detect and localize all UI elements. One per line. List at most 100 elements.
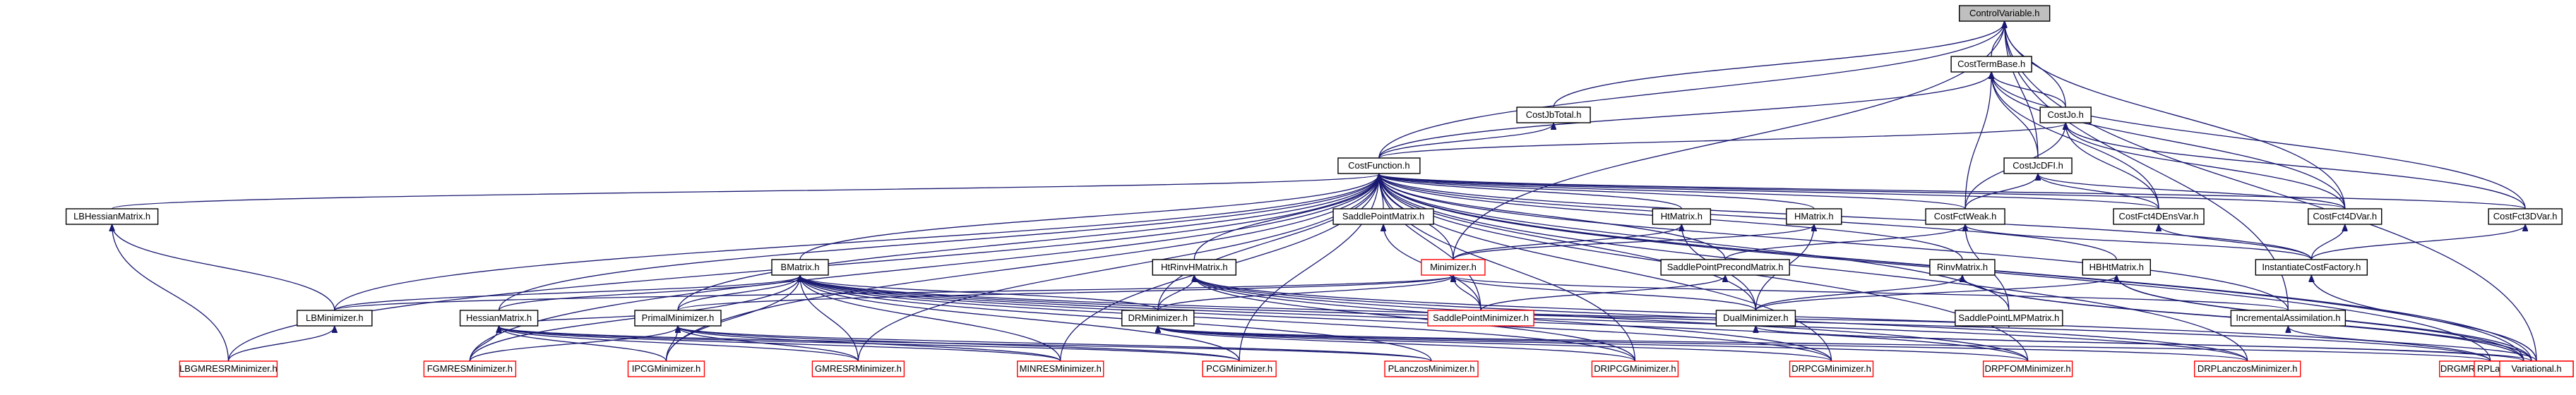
dependency-edge	[2065, 123, 2346, 209]
file-node-box	[2308, 208, 2383, 225]
file-node-label: LBGMRESRMinimizer.h	[179, 363, 278, 374]
file-node[interactable]: DRPLanczosMinimizer.h	[2193, 360, 2301, 377]
file-node[interactable]: PLanczosMinimizer.h	[1384, 360, 1479, 377]
file-node-label: HtMatrix.h	[1661, 211, 1703, 221]
dependency-edge	[677, 174, 1379, 311]
file-node-box	[2488, 208, 2563, 225]
file-node-label: GMRESRMinimizer.h	[815, 363, 902, 374]
file-node-label: HtRinvHMatrix.h	[1161, 262, 1228, 272]
dependency-edge	[1379, 174, 1481, 311]
file-node[interactable]: HtRinvHMatrix.h	[1152, 259, 1236, 276]
file-node-box	[179, 360, 278, 377]
dependency-edge	[1991, 73, 2039, 159]
file-node[interactable]: HessianMatrix.h	[459, 310, 539, 327]
file-node[interactable]: DRIPCGMinimizer.h	[1591, 360, 1679, 377]
file-node-label: MINRESMinimizer.h	[1020, 363, 1102, 374]
file-node[interactable]: CostFunction.h	[1337, 157, 1421, 174]
file-node-box	[2039, 107, 2092, 123]
file-node[interactable]: CostTermBase.h	[1950, 56, 2032, 73]
file-node-box	[2003, 157, 2073, 174]
dependency-edge	[1378, 123, 1554, 159]
dependency-edge	[1991, 73, 2066, 108]
file-node[interactable]: BMatrix.h	[771, 259, 829, 276]
dependency-edge	[800, 276, 1240, 362]
file-node-box	[1982, 360, 2073, 377]
file-node[interactable]: RinvMatrix.h	[1929, 259, 1996, 276]
file-node[interactable]: PrimalMinimizer.h	[634, 310, 722, 327]
dependency-edge	[1453, 225, 1681, 260]
file-node[interactable]: IncrementalAssimilation.h	[2230, 310, 2347, 327]
dependency-edge	[469, 327, 678, 362]
file-node[interactable]: SaddlePointMatrix.h	[1332, 208, 1434, 225]
dependency-edge	[1379, 174, 1683, 209]
file-node-box	[2230, 310, 2347, 327]
file-node[interactable]: CostJo.h	[2039, 107, 2092, 123]
dependency-edge	[857, 174, 1378, 362]
dependency-edge	[1158, 327, 2029, 362]
file-node[interactable]: CostFct4DVar.h	[2308, 208, 2383, 225]
file-node-box	[2082, 259, 2152, 276]
file-node-label: Variational.h	[2511, 363, 2561, 374]
file-node[interactable]: HMatrix.h	[1786, 208, 1842, 225]
dependency-edge	[799, 174, 1379, 260]
file-node[interactable]: SaddlePointLMPMatrix.h	[1955, 310, 2063, 327]
dependency-edge	[1964, 174, 2038, 209]
file-node[interactable]: Variational.h	[2499, 360, 2574, 377]
file-node[interactable]: DRPCGMinimizer.h	[1789, 360, 1874, 377]
file-node-label: IncrementalAssimilation.h	[2236, 312, 2340, 323]
dependency-edge	[112, 225, 335, 311]
dependency-edge	[334, 276, 800, 311]
file-node-box	[1516, 107, 1591, 123]
file-node[interactable]: HtMatrix.h	[1652, 208, 1712, 225]
file-node-label: CostFct4DVar.h	[2313, 211, 2377, 221]
file-node[interactable]: Minimizer.h	[1421, 259, 1486, 276]
dependency-edge	[1991, 73, 2346, 209]
file-node-box	[1958, 5, 2051, 22]
file-node[interactable]: HBHtMatrix.h	[2082, 259, 2152, 276]
file-node[interactable]: InstantiateCostFactory.h	[2255, 259, 2368, 276]
dependency-edge	[1158, 327, 2491, 362]
dependency-edge	[2005, 22, 2537, 362]
dependency-edge	[1158, 327, 2248, 362]
dependency-edge	[800, 276, 2491, 362]
file-node[interactable]: DRPFOMMinimizer.h	[1982, 360, 2073, 377]
file-node[interactable]: LBHessianMatrix.h	[65, 208, 159, 225]
file-node[interactable]: CostFct4DEnsVar.h	[2113, 208, 2205, 225]
file-node[interactable]: CostJcDFI.h	[2003, 157, 2073, 174]
file-node-box	[771, 259, 829, 276]
file-node[interactable]: CostFctWeak.h	[1925, 208, 2005, 225]
dependency-edge	[1379, 174, 2312, 260]
dependency-edge	[469, 327, 499, 362]
dependency-edge	[800, 276, 1636, 362]
file-node[interactable]: SaddlePointMinimizer.h	[1427, 310, 1534, 327]
dependency-edge	[499, 327, 667, 362]
file-node-label: InstantiateCostFactory.h	[2262, 262, 2361, 272]
file-node[interactable]: FGMRESMinimizer.h	[423, 360, 517, 377]
dependency-edge	[1379, 174, 2289, 311]
file-node[interactable]: GMRESRMinimizer.h	[811, 360, 905, 377]
file-node-box	[65, 208, 159, 225]
file-node-label: IPCGMinimizer.h	[632, 363, 701, 374]
dependency-edge	[2038, 174, 2346, 209]
dependency-edge	[2159, 225, 2312, 260]
dependency-edge	[1453, 276, 2289, 311]
file-node[interactable]: CostJbTotal.h	[1516, 107, 1591, 123]
dependency-edge	[1379, 174, 2010, 311]
dependency-edge	[498, 174, 1379, 311]
file-node[interactable]: MINRESMinimizer.h	[1017, 360, 1104, 377]
file-node[interactable]: DualMinimizer.h	[1715, 310, 1796, 327]
file-node[interactable]: CostFct3DVar.h	[2488, 208, 2563, 225]
file-node[interactable]: LBMinimizer.h	[297, 310, 373, 327]
file-node-label: DRIPCGMinimizer.h	[1594, 363, 1676, 374]
file-node-label: CostJbTotal.h	[1526, 109, 1582, 120]
file-node[interactable]: IPCGMinimizer.h	[627, 360, 705, 377]
file-node-label: SaddlePointMinimizer.h	[1433, 312, 1529, 323]
file-node[interactable]: LBGMRESRMinimizer.h	[179, 360, 278, 377]
file-node[interactable]: SaddlePointPrecondMatrix.h	[1660, 259, 1790, 276]
dependency-edges	[112, 22, 2537, 362]
file-node[interactable]: DRMinimizer.h	[1121, 310, 1195, 327]
file-node-label: PrimalMinimizer.h	[642, 312, 715, 323]
file-node-box	[1789, 360, 1874, 377]
file-node-box	[1384, 360, 1479, 377]
file-node[interactable]: PCGMinimizer.h	[1202, 360, 1277, 377]
